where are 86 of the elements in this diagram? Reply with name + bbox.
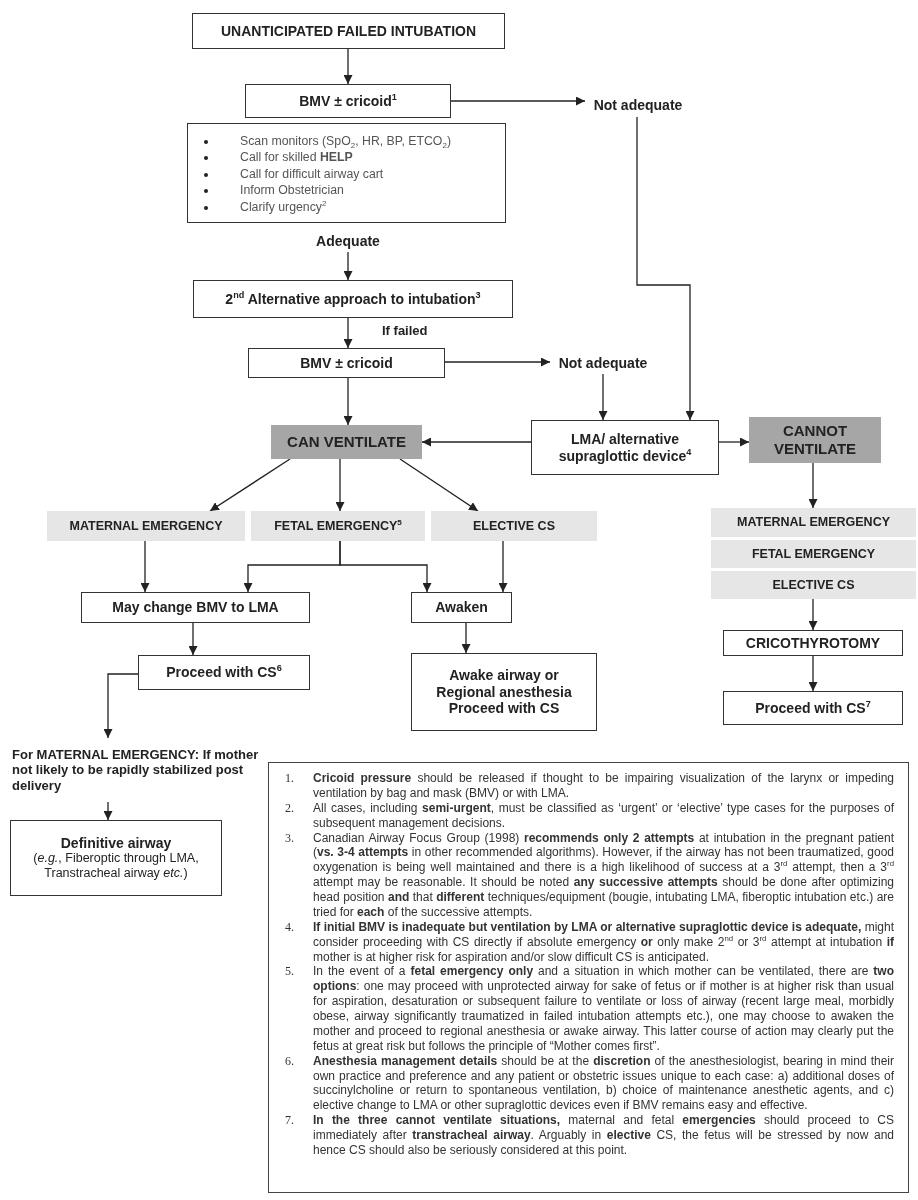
box-text: Proceed with CS$^{7}$ [755,699,871,717]
note-text: Anesthesia management details should be at the discretion of the anesthesiologist, bearing in mind their own practice and preference and any patient or obstetric issues unique to each case: a) additional doses of succinylcholine or return to spontaneous ventilation, b) choice of maintenance anesthetic agents, and c) elective change to LMA or other supraglottic devices even if BMV remains easy and effective. [313,1053,894,1114]
arrow [808,598,818,631]
bullet-item: Scan monitors (SpO$_{2}$, HR, BP, ETCO$_{2}$) [202,132,451,150]
arrow [636,116,695,421]
note-text: Cricoid pressure should be released if thought to be impairing visualization of the larynx or impeding ventilation by bag and mask (BMV) or with LMA. [313,771,894,801]
arrow [444,357,551,367]
category-band [47,511,245,541]
process-box [245,84,451,118]
box-text: LMA/ alternative supraglottic device$^{4}$ [557,430,693,465]
arrow [399,458,479,512]
process-box [723,691,903,725]
note-number: 5. [284,964,295,980]
note-text: In the event of a fetal emergency only and a situation in which mother can be ventilated, there are two options: one may proceed with unprotected airway for sake of fetus or if mother is at higher risk than usual for aspiration, desaturation or subsequent failure to ventilate or loss of airway (recent large meal, morbidly obese, airway significantly traumatized in failed intubation attempts etc.), one may choose to awaken the mother and proceed to regional anesthesia or awake airway. This latter course of action may clearly put the fetus at great risk but follows the principle of “Mother comes first”. [313,964,894,1054]
arrow [335,458,345,512]
box-text: May change BMV to LMA [112,599,279,616]
box-text: UNANTICIPATED FAILED INTUBATION [220,22,477,40]
box-text: Proceed with CS$^{6}$ [166,664,282,681]
box-text: CRICOTHYROTOMY [745,634,881,652]
process-box [81,592,310,623]
checklist-box [187,123,506,223]
status-box [271,425,422,459]
note-number: 6. [284,1053,295,1069]
category-band [251,511,425,541]
process-box [531,420,719,475]
category-band [711,571,916,599]
category-band [711,540,916,568]
arrow [808,462,818,509]
process-box [193,280,513,318]
arrow [718,437,750,447]
process-box [248,348,445,378]
arrow [343,377,353,426]
process-box [138,655,310,690]
arrow [343,48,353,85]
note-text: If initial BMV is inadequate but ventilation by LMA or alternative supraglottic device is adequate, might consider proceeding with CS directly if absolute emergency or only make 2$^{nd}$ or 3$^{rd}$ attempt at intubation if mother is at higher risk for aspiration and/or slow difficult CS is anticipated. [313,919,894,965]
edge-label: If failed [380,323,430,338]
note-number: 4. [284,919,295,935]
status-box [749,417,881,463]
process-box [411,653,597,731]
box-text: Awake airway or Regional anesthesia Proceed with CS [435,666,573,718]
box-text: MATERNAL EMERGENCY [69,518,223,534]
note-number: 1. [284,771,295,786]
box-text: CAN VENTILATE [287,433,406,451]
box-text: BMV ± cricoid [300,354,393,372]
notes-panel [268,762,909,1193]
box-text: CANNOT VENTILATE [772,422,858,458]
arrow [808,655,818,692]
note-text: Canadian Airway Focus Group (1998) recommends only 2 attempts at intubation in the pregnant patient (vs. 3-4 attempts in other recommended algorithms). However, if the airway has not been traumatized, good oxygenation is being well maintained and there is a high likelihood of success at a 3$^{rd}$ attempt, then a 3$^{rd}$ attempt may be reasonable. It should be noted any successive attempts should be done after optimizing head position and that different techniques/equipment (bougie, intubating LMA, fiberoptic intubation etc.) are tried for each of the successive attempts. [313,830,894,920]
box-text: (e.g., Fiberoptic through LMA, Transtracheal airway etc.) [32,851,200,882]
note-number: 3. [284,830,295,846]
box-text: ELECTIVE CS [473,518,555,534]
arrow [188,622,198,656]
arrow [209,458,291,512]
bullet-item: Inform Obstetrician [202,182,344,199]
process-box [723,630,903,656]
note-text: All cases, including semi-urgent, must be classified as ‘urgent’ or ‘elective’ type cases for the purposes of subsequent management decisions. [313,800,894,831]
category-band [711,508,916,537]
note-number: 2. [284,800,295,816]
note-number: 7. [284,1113,295,1128]
arrow [598,373,608,421]
arrow [343,317,353,349]
arrow [103,801,113,821]
box-text: Awaken [435,599,488,616]
box-text: MATERNAL EMERGENCY [737,515,890,530]
box-text: FETAL EMERGENCY$^{5}$ [274,518,402,534]
arrow [421,437,532,447]
arrow [461,622,471,654]
note-text: In the three cannot ventilate situations, maternal and fetal emergencies should proceed to CS immediately after transtracheal airway. Arguably in elective CS, the fetus will be stressed by now and hence CS should also be seriously considered at this point. [313,1113,894,1158]
arrow [343,251,353,281]
box-text: BMV ± cricoid$^{1}$ [299,92,397,110]
process-box [411,592,512,623]
process-box [10,820,222,896]
arrow [140,540,150,593]
bullet-item: Call for difficult airway cart [202,165,384,183]
bullet-item: Clarify urgency$^{2}$ [202,198,327,216]
box-text: FETAL EMERGENCY [751,546,876,562]
arrow [498,540,508,593]
arrow [339,540,432,593]
bullet-item: Call for skilled HELP [202,149,353,166]
box-text: ELECTIVE CS [772,577,855,593]
category-band [431,511,597,541]
process-box [192,13,505,49]
box-text: 2$^{nd}$ Alternative approach to intubation$^{3}$ [225,290,481,308]
box-text: Definitive airway [60,834,172,852]
arrow [450,96,586,106]
arrow [103,673,139,739]
